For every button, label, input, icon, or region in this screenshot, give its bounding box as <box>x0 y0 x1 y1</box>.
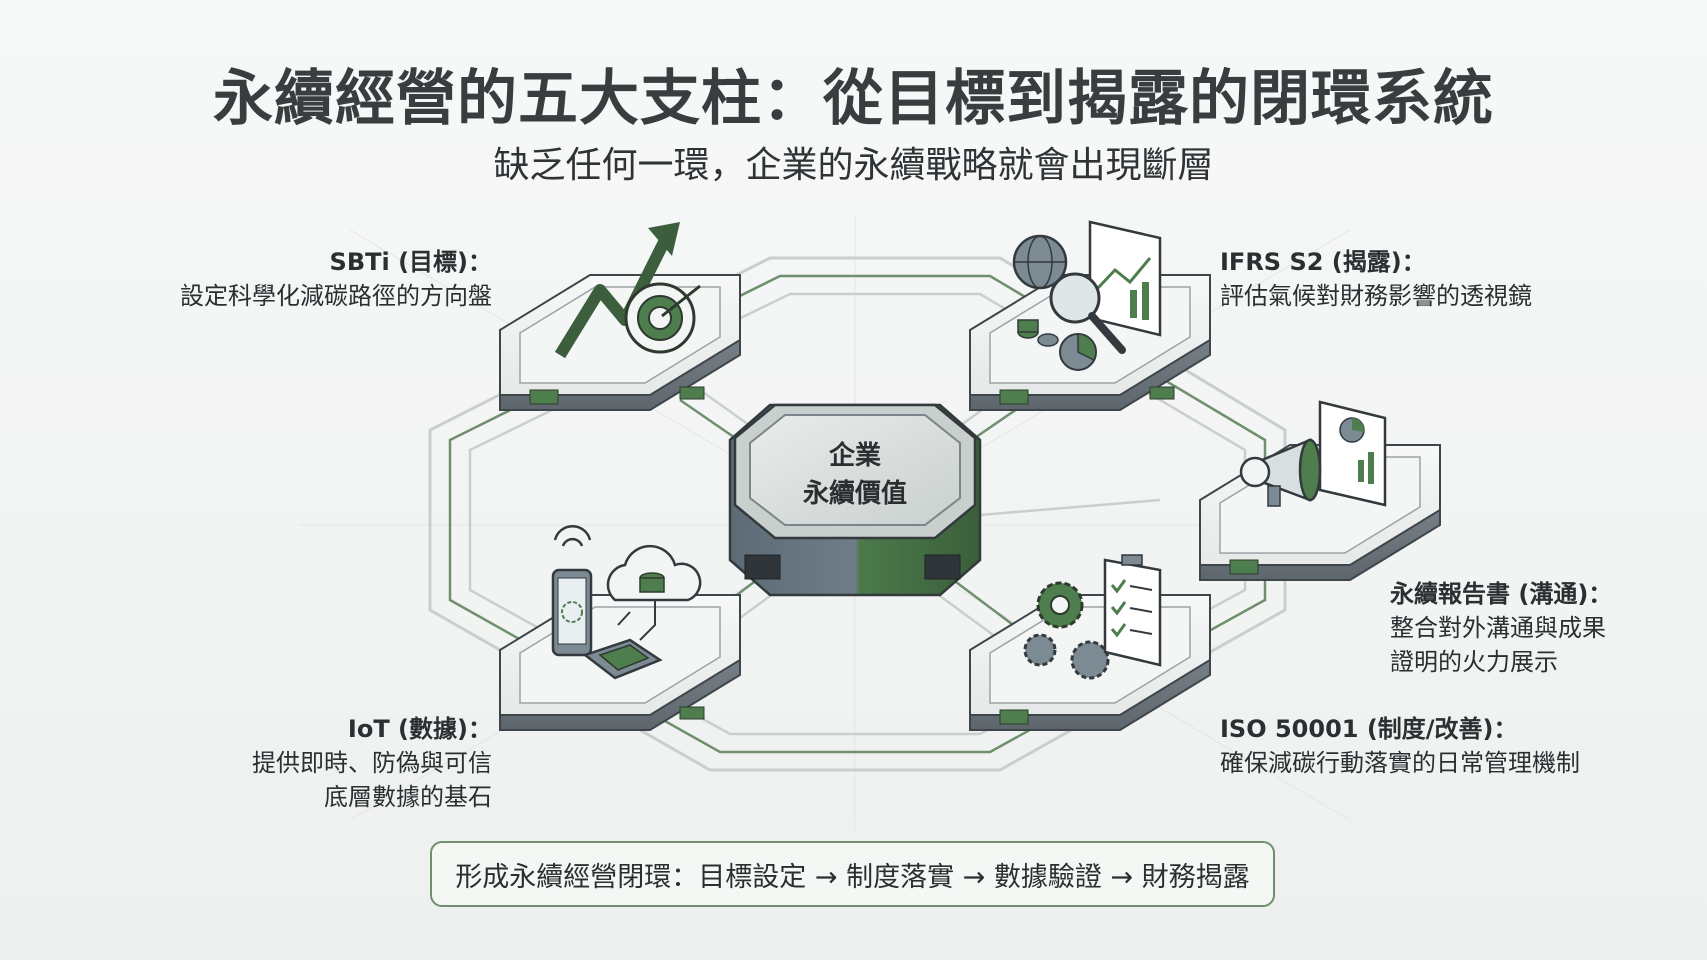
pillar-title: IoT (數據)： <box>347 715 492 743</box>
magnifier-chart-icon <box>1012 220 1162 371</box>
pillar-desc: 證明的火力展示 <box>1390 648 1558 676</box>
hub-octagon <box>728 403 982 597</box>
gears-checklist-icon <box>1023 554 1162 680</box>
pillar-title: IFRS S2 (揭露)： <box>1220 248 1426 276</box>
closed-loop-text: 形成永續經營閉環：目標設定 → 制度落實 → 數據驗證 → 財務揭露 <box>455 861 1250 893</box>
pillar-title: 永續報告書 (溝通)： <box>1390 580 1613 608</box>
megaphone-report-icon <box>1239 400 1387 507</box>
pillar-label-iso: ISO 50001 (制度/改善)： 確保減碳行動落實的日常管理機制 <box>1220 712 1580 780</box>
pillar-desc: 整合對外溝通與成果 <box>1390 614 1606 642</box>
pillar-label-ifrs: IFRS S2 (揭露)： 評估氣候對財務影響的透視鏡 <box>1220 245 1532 313</box>
phone-cloud-chip-icon <box>551 524 702 680</box>
arrow-target-icon <box>554 222 701 359</box>
page-subtitle: 缺乏任何一環，企業的永續戰略就會出現斷層 <box>493 145 1214 186</box>
platform-sbti <box>499 274 741 411</box>
pillar-desc: 底層數據的基石 <box>324 783 492 811</box>
pillar-label-sbti: SBTi (目標)： 設定科學化減碳路徑的方向盤 <box>180 245 492 313</box>
pillar-desc: 評估氣候對財務影響的透視鏡 <box>1220 282 1532 310</box>
pillar-title: ISO 50001 (制度/改善)： <box>1220 715 1518 743</box>
page-title: 永續經營的五大支柱：從目標到揭露的閉環系統 <box>213 64 1494 134</box>
hub-label: 企業 永續價值 <box>795 437 915 513</box>
pillar-label-report: 永續報告書 (溝通)： 整合對外溝通與成果 證明的火力展示 <box>1390 577 1612 679</box>
pillar-title: SBTi (目標)： <box>329 248 492 276</box>
closed-loop-banner: 形成永續經營閉環：目標設定 → 制度落實 → 數據驗證 → 財務揭露 <box>430 841 1275 907</box>
hub-label-line2: 永續價值 <box>802 479 907 509</box>
pillar-desc: 提供即時、防偽與可信 <box>252 749 492 777</box>
hub-label-line1: 企業 <box>828 441 881 471</box>
pillar-desc: 確保減碳行動落實的日常管理機制 <box>1220 749 1580 777</box>
pillar-desc: 設定科學化減碳路徑的方向盤 <box>180 282 492 310</box>
pillar-label-iot: IoT (數據)： 提供即時、防偽與可信 底層數據的基石 <box>252 712 492 814</box>
